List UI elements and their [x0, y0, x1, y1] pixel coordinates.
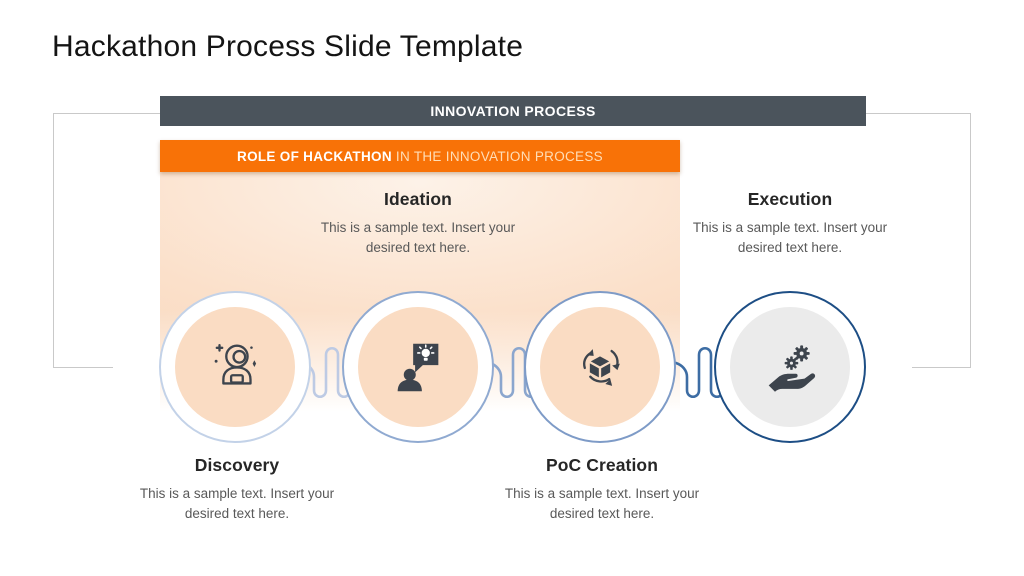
- ribbon-highlight-text: ROLE OF HACKATHON: [237, 148, 392, 164]
- innovation-process-label: INNOVATION PROCESS: [430, 103, 596, 119]
- ideation-disc: [358, 307, 478, 427]
- discovery-heading: Discovery: [194, 455, 280, 475]
- discovery-label-block: Discovery This is a sample text. Insert …: [122, 455, 352, 525]
- poc-creation-label-block: PoC Creation This is a sample text. Inse…: [487, 455, 717, 525]
- innovation-process-banner: INNOVATION PROCESS: [160, 96, 866, 126]
- ideation-description: This is a sample text. Insert your desir…: [320, 220, 516, 256]
- step-circle-ideation[interactable]: [342, 291, 494, 443]
- execution-label-block: Execution This is a sample text. Insert …: [675, 189, 905, 259]
- execution-heading: Execution: [747, 189, 833, 209]
- hand-gears-icon: [768, 345, 816, 392]
- poc-creation-heading: PoC Creation: [545, 455, 659, 475]
- idea-person-icon: [397, 343, 439, 392]
- poc-creation-description: This is a sample text. Insert your desir…: [504, 486, 700, 522]
- execution-disc: [730, 307, 850, 427]
- poc-creation-disc: [540, 307, 660, 427]
- ideation-heading: Ideation: [384, 189, 452, 209]
- ideation-label-block: Ideation This is a sample text. Insert y…: [303, 189, 533, 259]
- step-circle-discovery[interactable]: [159, 291, 311, 443]
- astronaut-icon: [214, 344, 257, 385]
- page-title: Hackathon Process Slide Template: [52, 30, 524, 63]
- execution-description: This is a sample text. Insert your desir…: [692, 220, 888, 256]
- ribbon-rest-text: IN THE INNOVATION PROCESS: [391, 148, 603, 164]
- role-of-hackathon-ribbon: ROLE OF HACKATHON IN THE INNOVATION PROC…: [160, 140, 680, 172]
- discovery-description: This is a sample text. Insert your desir…: [139, 486, 335, 522]
- discovery-disc: [175, 307, 295, 427]
- step-circle-execution[interactable]: [714, 291, 866, 443]
- step-circle-poc-creation[interactable]: [524, 291, 676, 443]
- prototype-cycle-icon: [583, 349, 620, 386]
